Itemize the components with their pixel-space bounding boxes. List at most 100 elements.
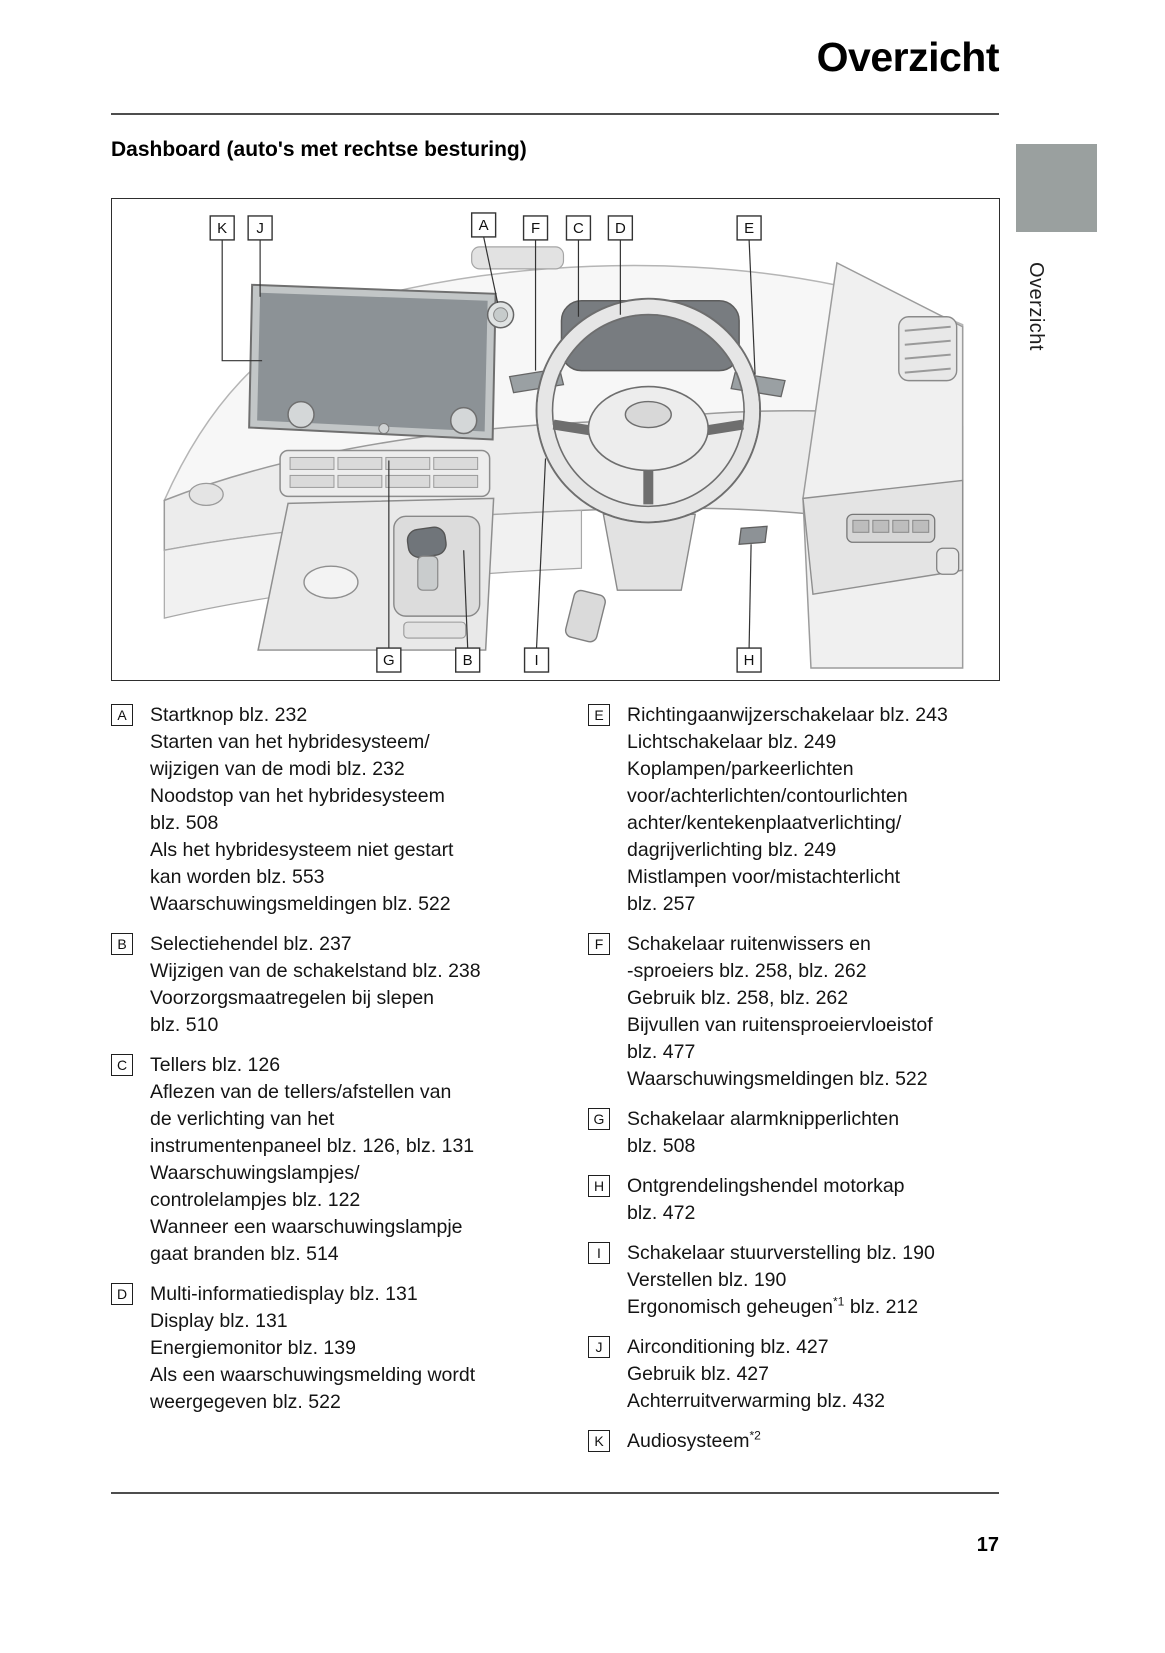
callout-H: H: [736, 647, 762, 673]
callout-C: C: [565, 215, 592, 241]
item-line: Mistlampen voor/mistachterlicht: [627, 866, 901, 888]
item-line: Wijzigen van de schakelstand blz. 238: [150, 960, 481, 982]
infotainment-screen: [248, 283, 497, 441]
start-button: [486, 301, 515, 329]
gear-shifter: [406, 526, 447, 591]
item-line: Waarschuwingsmeldingen blz. 522: [627, 1068, 928, 1090]
item-letter-box: F: [588, 933, 610, 955]
item-letter-box: J: [588, 1336, 610, 1358]
item-line: Gebruik blz. 427: [627, 1363, 769, 1385]
callout-A-label: A: [479, 217, 489, 234]
item-line: Koplampen/parkeerlichten: [627, 758, 854, 780]
item-line: Audiosysteem*2: [627, 1428, 761, 1452]
hood-release-lever: [738, 525, 768, 545]
item-line: weergegeven blz. 522: [150, 1391, 341, 1413]
item-letter-box: K: [588, 1430, 610, 1452]
item-text: Audiosysteem*2: [627, 1428, 761, 1455]
item-letter-box: D: [111, 1283, 133, 1305]
footer-divider: [111, 1492, 999, 1494]
item-line: blz. 477: [627, 1041, 696, 1063]
item-line: Waarschuwingslampjes/: [150, 1162, 360, 1184]
legend-item: F Schakelaar ruitenwissers en-sproeiers …: [588, 931, 1000, 1093]
item-line: voor/achterlichten/contourlichten: [627, 785, 908, 807]
item-line: Noodstop van het hybridesysteem: [150, 785, 445, 807]
rearview-mirror: [471, 246, 565, 270]
item-letter-box: A: [111, 704, 133, 726]
page-title: Overzicht: [816, 34, 1000, 80]
item-line: blz. 508: [627, 1135, 696, 1157]
cup-holder: [303, 565, 359, 599]
callout-D: D: [607, 215, 634, 241]
left-speaker: [188, 482, 224, 507]
item-line: Bijvullen van ruitensproeiervloeistof: [627, 1014, 933, 1036]
item-line: Aflezen van de tellers/afstellen van: [150, 1081, 452, 1103]
callout-I: I: [523, 647, 550, 673]
item-line: achter/kentekenplaatverlichting/: [627, 812, 902, 834]
window-switches: [846, 513, 936, 543]
item-line: Als het hybridesysteem niet gestart: [150, 839, 454, 861]
item-letter-box: B: [111, 933, 133, 955]
item-line: Tellers blz. 126: [150, 1054, 281, 1076]
callout-lines: [221, 236, 756, 649]
callout-G: G: [376, 647, 402, 673]
item-letter-box: I: [588, 1242, 610, 1264]
item-line: Waarschuwingsmeldingen blz. 522: [150, 893, 451, 915]
screen-left-knob: [287, 400, 315, 429]
side-air-vent: [898, 316, 958, 382]
item-line: instrumentenpaneel blz. 126, blz. 131: [150, 1135, 475, 1157]
item-text: Schakelaar ruitenwissers en-sproeiers bl…: [627, 931, 933, 1093]
item-line: Multi-informatiedisplay blz. 131: [150, 1283, 418, 1305]
item-line: -sproeiers blz. 258, blz. 262: [627, 960, 867, 982]
callout-E-label: E: [744, 220, 754, 237]
item-line: Ontgrendelingshendel motorkap: [627, 1175, 905, 1197]
item-line: Energiemonitor blz. 139: [150, 1337, 356, 1359]
item-line: blz. 508: [150, 812, 219, 834]
callout-J: J: [247, 215, 273, 241]
callout-B-label: B: [463, 652, 473, 669]
chapter-tab: [1016, 144, 1097, 232]
airbag-hub: [587, 385, 709, 472]
item-line: blz. 472: [627, 1202, 696, 1224]
item-line: kan worden blz. 553: [150, 866, 325, 888]
item-line: Richtingaanwijzerschakelaar blz. 243: [627, 704, 948, 726]
steering-emblem: [624, 400, 672, 429]
item-line: Gebruik blz. 258, blz. 262: [627, 987, 849, 1009]
screen-right-knob: [449, 406, 478, 435]
legend-item: K Audiosysteem*2: [588, 1428, 1000, 1455]
center-console: [257, 497, 495, 651]
diagram-callouts: K J A F C D E: [209, 212, 762, 673]
steering-wheel: [535, 297, 762, 524]
header-divider: [111, 113, 999, 115]
callout-A: A: [470, 212, 497, 238]
callout-F: F: [522, 215, 549, 241]
item-line: Airconditioning blz. 427: [627, 1336, 829, 1358]
item-line: Starten van het hybridesysteem/: [150, 731, 430, 753]
callout-I-label: I: [534, 652, 538, 669]
dashboard-diagram: K J A F C D E: [111, 198, 1000, 681]
item-letter-box: G: [588, 1108, 610, 1130]
callout-K: K: [209, 215, 235, 241]
item-letter-box: H: [588, 1175, 610, 1197]
steering-column: [602, 513, 697, 591]
callout-J-label: J: [256, 220, 263, 237]
item-line: Schakelaar stuurverstelling blz. 190: [627, 1242, 935, 1264]
item-line: blz. 257: [627, 893, 696, 915]
item-line: de verlichting van het: [150, 1108, 335, 1130]
